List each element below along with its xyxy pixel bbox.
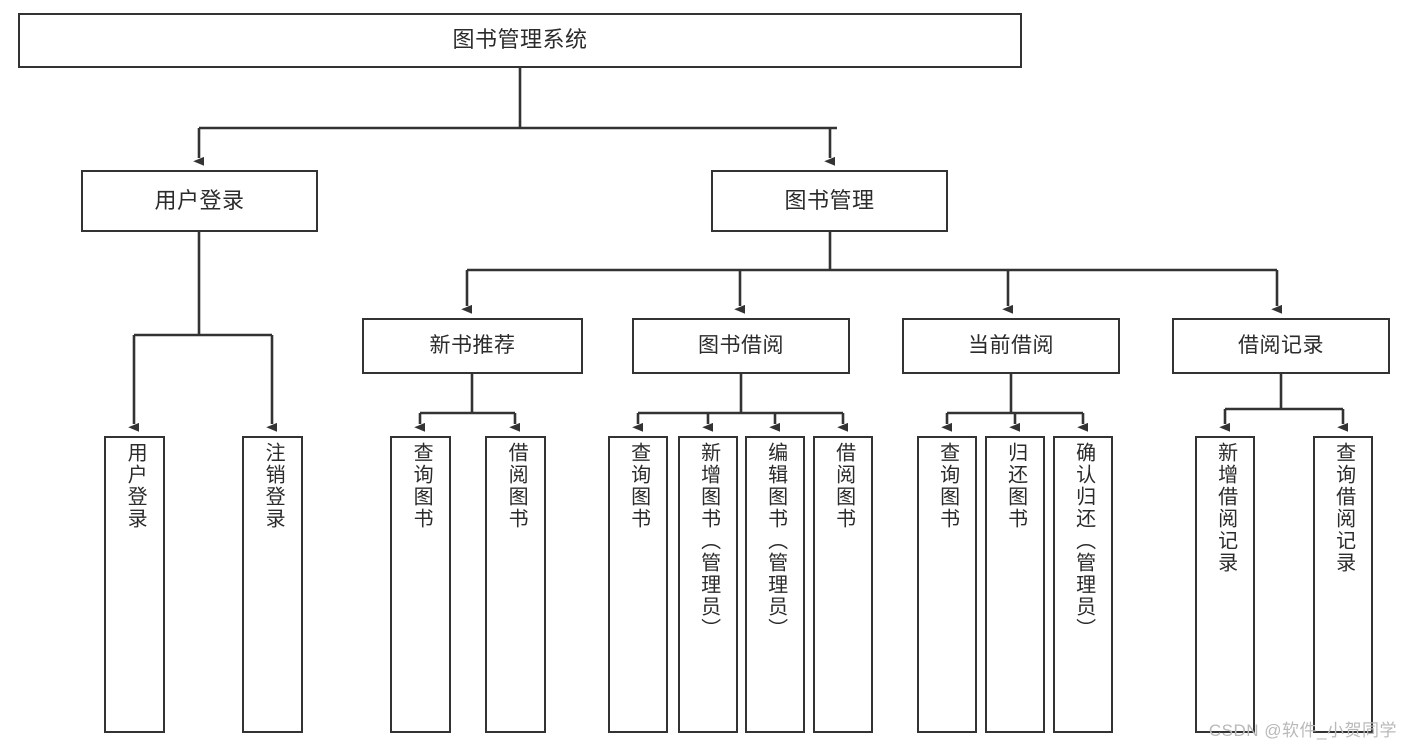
node-user_login[interactable]: 用户登录	[81, 170, 318, 232]
node-leaf_query_record[interactable]: 查询借阅记录	[1313, 436, 1373, 733]
node-leaf_user_login-label: 用户登录	[124, 442, 147, 530]
node-leaf_add_book-label: 新增图书（管理员）	[697, 442, 720, 640]
node-leaf_logout[interactable]: 注销登录	[242, 436, 303, 733]
node-user_login-label: 用户登录	[154, 187, 245, 213]
node-leaf_add_record-label: 新增借阅记录	[1214, 442, 1237, 574]
node-leaf_return_book[interactable]: 归还图书	[985, 436, 1045, 733]
node-borrow_record[interactable]: 借阅记录	[1172, 318, 1390, 374]
node-new_book_rec-label: 新书推荐	[429, 334, 516, 358]
node-root[interactable]: 图书管理系统	[18, 13, 1022, 68]
node-current_borrow-label: 当前借阅	[968, 334, 1054, 358]
node-leaf_borrow_book_1-label: 借阅图书	[505, 442, 528, 530]
node-book_manage[interactable]: 图书管理	[711, 170, 948, 232]
node-leaf_add_record[interactable]: 新增借阅记录	[1195, 436, 1255, 733]
node-leaf_query_book_2-label: 查询图书	[627, 442, 650, 530]
node-leaf_edit_book-label: 编辑图书（管理员）	[764, 442, 787, 640]
node-leaf_query_book_1-label: 查询图书	[410, 442, 433, 530]
node-leaf_add_book[interactable]: 新增图书（管理员）	[678, 436, 738, 733]
node-leaf_confirm_return-label: 确认归还（管理员）	[1072, 442, 1095, 640]
node-leaf_borrow_book_1[interactable]: 借阅图书	[485, 436, 546, 733]
watermark-label: CSDN @软件_小贺同学	[1208, 721, 1397, 740]
node-leaf_logout-label: 注销登录	[262, 442, 285, 530]
node-root-label: 图书管理系统	[452, 27, 588, 53]
node-book_manage-label: 图书管理	[784, 187, 875, 213]
node-leaf_query_book_3[interactable]: 查询图书	[917, 436, 977, 733]
node-leaf_borrow_book_2-label: 借阅图书	[832, 442, 855, 530]
node-borrow_record-label: 借阅记录	[1238, 334, 1324, 358]
node-leaf_borrow_book_2[interactable]: 借阅图书	[813, 436, 873, 733]
node-leaf_user_login[interactable]: 用户登录	[104, 436, 165, 733]
node-current_borrow[interactable]: 当前借阅	[902, 318, 1120, 374]
node-leaf_query_book_1[interactable]: 查询图书	[390, 436, 451, 733]
node-leaf_query_record-label: 查询借阅记录	[1332, 442, 1355, 574]
node-leaf_confirm_return[interactable]: 确认归还（管理员）	[1053, 436, 1113, 733]
node-book_borrow-label: 图书借阅	[698, 334, 784, 358]
node-leaf_query_book_2[interactable]: 查询图书	[608, 436, 668, 733]
node-book_borrow[interactable]: 图书借阅	[632, 318, 850, 374]
node-new_book_rec[interactable]: 新书推荐	[362, 318, 583, 374]
node-leaf_edit_book[interactable]: 编辑图书（管理员）	[745, 436, 805, 733]
node-leaf_return_book-label: 归还图书	[1004, 442, 1027, 530]
node-leaf_query_book_3-label: 查询图书	[936, 442, 959, 530]
